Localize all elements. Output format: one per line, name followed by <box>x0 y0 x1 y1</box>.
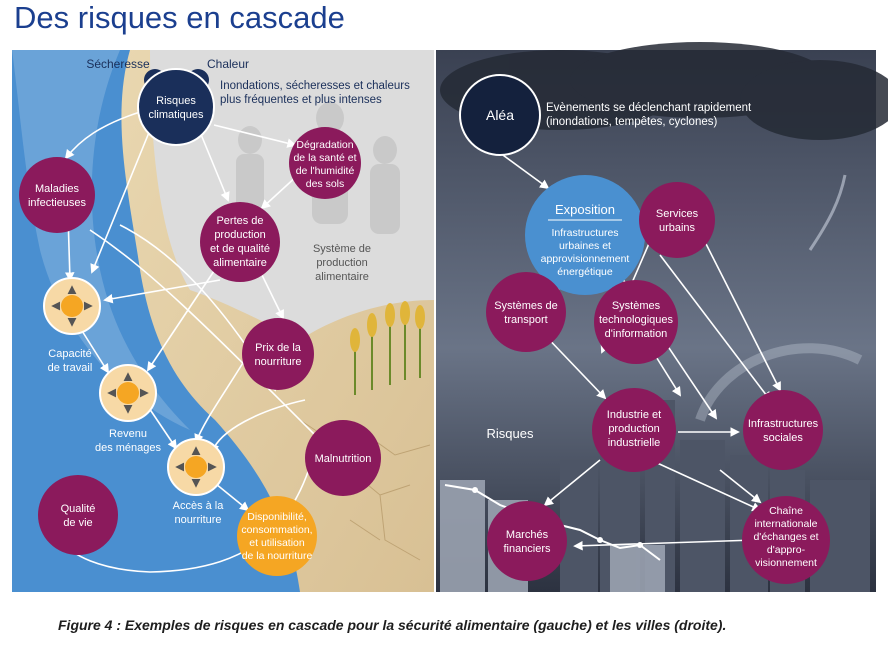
exposition-4: énergétique <box>557 266 613 278</box>
wind-arc <box>695 343 863 422</box>
label-chaleur: Chaleur <box>207 57 249 71</box>
cascade-figure: Sécheresse Chaleur Risques climatiques I… <box>12 42 888 592</box>
node-qualite <box>38 475 118 555</box>
pertes-1: Pertes de <box>216 215 263 227</box>
node-chaine <box>742 496 830 584</box>
marches-1: Marchés <box>506 529 549 541</box>
industrie-2: production <box>608 423 659 435</box>
node-degradation <box>289 127 361 199</box>
maladies-2: infectieuses <box>28 197 87 209</box>
degradation-1: Dégradation <box>296 139 353 151</box>
node-pertes <box>200 202 280 282</box>
chaine-5: visionnement <box>755 557 817 569</box>
chaine-2: internationale <box>754 518 817 530</box>
page-title: Des risques en cascade <box>14 0 345 35</box>
node-alea <box>459 74 541 156</box>
label-secheresse: Sécheresse <box>86 57 150 71</box>
degradation-3: de l'humidité <box>296 165 355 177</box>
services-2: urbains <box>659 222 696 234</box>
risques-note-1: Inondations, sécheresses et chaleurs <box>220 80 410 92</box>
alea-note-1: Evènements se déclenchant rapidement <box>546 102 752 114</box>
alea-label: Aléa <box>486 107 514 123</box>
malnutrition-label: Malnutrition <box>315 453 372 465</box>
right-nodes <box>459 74 830 584</box>
node-malnutrition <box>305 420 381 496</box>
wheat-illustration <box>350 301 425 395</box>
exposition-3: approvisionnement <box>541 253 630 265</box>
services-1: Services <box>656 208 699 220</box>
qualite-2: de vie <box>63 517 92 529</box>
right-text: Aléa Evènements se déclenchant rapidemen… <box>486 102 819 569</box>
node-industrie <box>592 388 676 472</box>
pertes-2: production <box>214 229 265 241</box>
capacite-2: de travail <box>48 362 93 374</box>
revenu-2: des ménages <box>95 442 162 454</box>
revenu-1: Revenu <box>109 428 147 440</box>
systeme-2: production <box>316 257 367 269</box>
pertes-3: et de qualité <box>210 243 270 255</box>
exposition-title: Exposition <box>555 202 615 217</box>
stock-line <box>444 484 661 561</box>
node-disponibilite <box>237 496 317 576</box>
risques-note-2: plus fréquentes et plus intenses <box>220 94 382 106</box>
node-prix <box>242 318 314 390</box>
node-revenu <box>99 364 157 422</box>
left-nodes <box>19 68 381 576</box>
node-risques-climatiques <box>137 68 215 146</box>
tech-3: d'information <box>605 328 668 340</box>
node-marches <box>487 501 567 581</box>
figure-caption: Figure 4 : Exemples de risques en cascad… <box>58 617 727 633</box>
disponibilite-3: et utilisation <box>249 537 305 549</box>
chaine-4: d'appro- <box>767 544 806 556</box>
node-capacite <box>43 277 101 335</box>
tech-2: technologiques <box>599 314 674 326</box>
alea-note-2: (inondations, tempêtes, cyclones) <box>546 116 717 128</box>
node-maladies <box>19 157 95 233</box>
systeme-3: alimentaire <box>315 271 369 283</box>
prix-2: nourriture <box>254 356 301 368</box>
node-acces <box>167 438 225 496</box>
label-risques-2: climatiques <box>148 109 204 121</box>
degradation-4: des sols <box>306 178 345 190</box>
node-infra-sociales <box>743 390 823 470</box>
tech-1: Systèmes <box>612 300 661 312</box>
node-services <box>639 182 715 258</box>
chaine-3: d'échanges et <box>753 531 818 543</box>
infra-sociales-1: Infrastructures <box>748 418 819 430</box>
industrie-1: Industrie et <box>607 409 661 421</box>
disponibilite-1: Disponibilité, <box>247 511 307 523</box>
left-text: Sécheresse Chaleur Risques climatiques I… <box>28 57 410 562</box>
label-risques-1: Risques <box>156 95 196 107</box>
industrie-3: industrielle <box>608 437 661 449</box>
maladies-1: Maladies <box>35 183 80 195</box>
node-exposition <box>525 175 645 295</box>
acces-1: Accès à la <box>173 500 225 512</box>
pertes-4: alimentaire <box>213 257 267 269</box>
exposition-2: urbaines et <box>559 240 611 252</box>
risques-label: Risques <box>487 426 534 441</box>
acces-2: nourriture <box>174 514 221 526</box>
disponibilite-4: de la nourriture <box>242 550 313 562</box>
marches-2: financiers <box>503 543 551 555</box>
capacite-1: Capacité <box>48 348 91 360</box>
transport-1: Systèmes de <box>494 300 558 312</box>
storm-clouds <box>440 42 888 140</box>
infra-sociales-2: sociales <box>763 432 803 444</box>
qualite-1: Qualité <box>61 503 96 515</box>
prix-1: Prix de la <box>255 342 302 354</box>
systeme-1: Système de <box>313 243 371 255</box>
transport-2: transport <box>504 314 547 326</box>
node-tech <box>594 280 678 364</box>
disponibilite-2: consommation, <box>241 524 312 536</box>
chaine-1: Chaîne <box>769 505 803 517</box>
degradation-2: de la santé et <box>293 152 356 164</box>
node-transport <box>486 272 566 352</box>
exposition-1: Infrastructures <box>551 227 618 239</box>
